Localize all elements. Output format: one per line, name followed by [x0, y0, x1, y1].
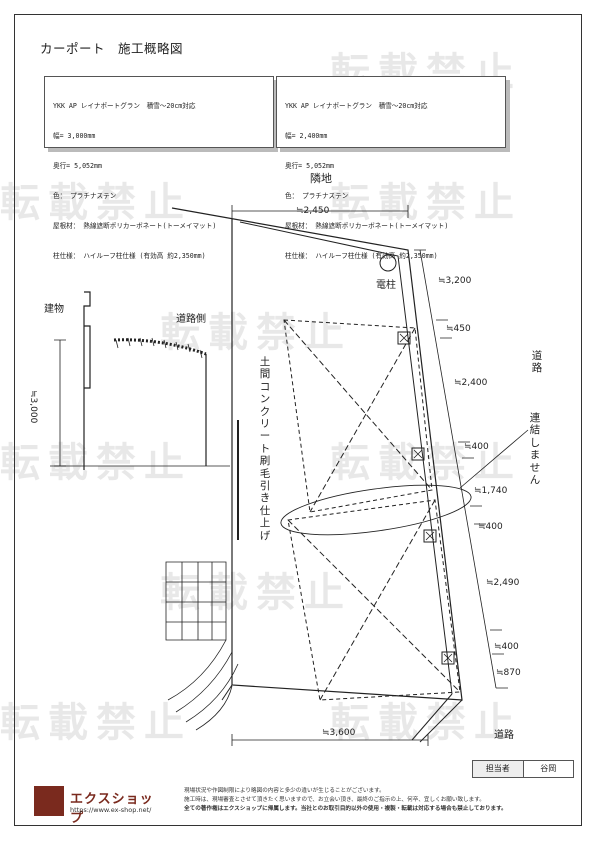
brand-logo: エクスショップ https://www.ex-shop.net/ [34, 786, 164, 826]
footer-note: 全ての著作権はエクスショップに帰属します。当社とのお取引目的以外の使用・複製・転… [184, 806, 507, 812]
spec-line: 幅= 3,000mm [53, 132, 96, 140]
steps [165, 561, 227, 641]
carport-post [411, 447, 425, 461]
utility-pole [379, 254, 397, 272]
carport-roof-rear-diag [283, 319, 433, 513]
dim-r3: ≒2,400 [454, 378, 488, 388]
building-label: 建物 [44, 304, 64, 315]
spec-line: 奥行= 5,052mm [53, 162, 102, 170]
neighbor-label: 隣地 [310, 172, 332, 185]
approach-curve [167, 639, 239, 731]
dim-r2: ≒450 [446, 324, 471, 334]
building-wall [83, 291, 91, 470]
carport-post [441, 651, 455, 665]
building-dim-line [54, 339, 66, 467]
logo-box-icon [34, 786, 64, 816]
carport-roof-front-diag [287, 499, 461, 701]
spec-box-left: YKK AP レイナポートグラン 積雪～20cm対応 幅= 3,000mm 奥行… [44, 76, 274, 260]
footer-notes: 現場状況や作図制限により略図の内容と多少の違いが生じることがございます。 施工時… [184, 787, 507, 814]
not-connected-label: 連結しません [529, 412, 541, 487]
spec-line: 色： プラチナステン [285, 192, 349, 200]
concrete-finish-label: 土間コンクリート刷毛引き仕上げ [259, 356, 271, 542]
drawing-frame [14, 14, 582, 826]
pole-label: 電柱 [376, 280, 396, 291]
drawing-title: カーポート 施工概略図 [40, 41, 184, 56]
carport-roof-front [287, 499, 461, 701]
carport-post [423, 529, 437, 543]
road-side-label: 道路側 [176, 314, 206, 325]
dim-r4: ≒400 [464, 442, 489, 452]
brand-url: https://www.ex-shop.net/ [70, 806, 152, 814]
entrance-line [221, 684, 233, 701]
person-in-charge-stamp: 担当者 谷岡 [472, 760, 574, 778]
spec-line: 屋根材： 熱線遮断ポリカーボネート(トーメイマット) [53, 222, 217, 230]
dim-r9: ≒870 [496, 668, 521, 678]
spec-line: 色： プラチナステン [53, 192, 117, 200]
spec-line: 幅= 2,400mm [285, 132, 328, 140]
spec-line: 屋根材： 熱線遮断ポリカーボネート(トーメイマット) [285, 222, 449, 230]
dimension-line-right [419, 249, 497, 689]
leader-line [459, 429, 529, 489]
footer-note: 現場状況や作図制限により略図の内容と多少の違いが生じることがございます。 [184, 788, 385, 794]
road-bottom-label: 道路 [494, 730, 514, 741]
dimension-line-bottom [231, 734, 429, 746]
dimension-line-top [231, 205, 409, 218]
carport-post [397, 331, 411, 345]
not-connected-marker [280, 484, 472, 536]
footer-note: 施工時は、現場審査とさせて頂きたく思いますので、お立会い頂き、最終のご指示の上、… [184, 797, 485, 803]
road-right-label: 道路 [531, 350, 543, 375]
dim-height: ≒3,000 [28, 390, 38, 424]
site-boundary-inner [239, 221, 453, 695]
stamp-name: 谷岡 [523, 761, 573, 777]
spec-line: 奥行= 5,052mm [285, 162, 334, 170]
spec-line: YKK AP レイナポートグラン 積雪～20cm対応 [53, 102, 196, 110]
spec-box-right: YKK AP レイナポートグラン 積雪～20cm対応 幅= 2,400mm 奥行… [276, 76, 506, 260]
dim-bottom: ≒3,600 [322, 728, 356, 738]
dim-r1: ≒3,200 [438, 276, 472, 286]
entrance-line [411, 693, 453, 741]
dim-r7: ≒2,490 [486, 578, 520, 588]
existing-carport-roof [113, 338, 207, 356]
dim-r6: ≒400 [478, 522, 503, 532]
stamp-label: 担当者 [473, 761, 524, 777]
spec-line: 柱仕様： ハイルーフ柱仕様 (有効高 約2,350mm) [53, 252, 206, 260]
dim-top: ≒2,450 [296, 206, 330, 216]
dim-r5: ≒1,740 [474, 486, 508, 496]
dim-r8: ≒400 [494, 642, 519, 652]
brand-name: エクスショップ [70, 792, 154, 826]
entrance-line [419, 699, 463, 743]
spec-line: YKK AP レイナポートグラン 積雪～20cm対応 [285, 102, 428, 110]
